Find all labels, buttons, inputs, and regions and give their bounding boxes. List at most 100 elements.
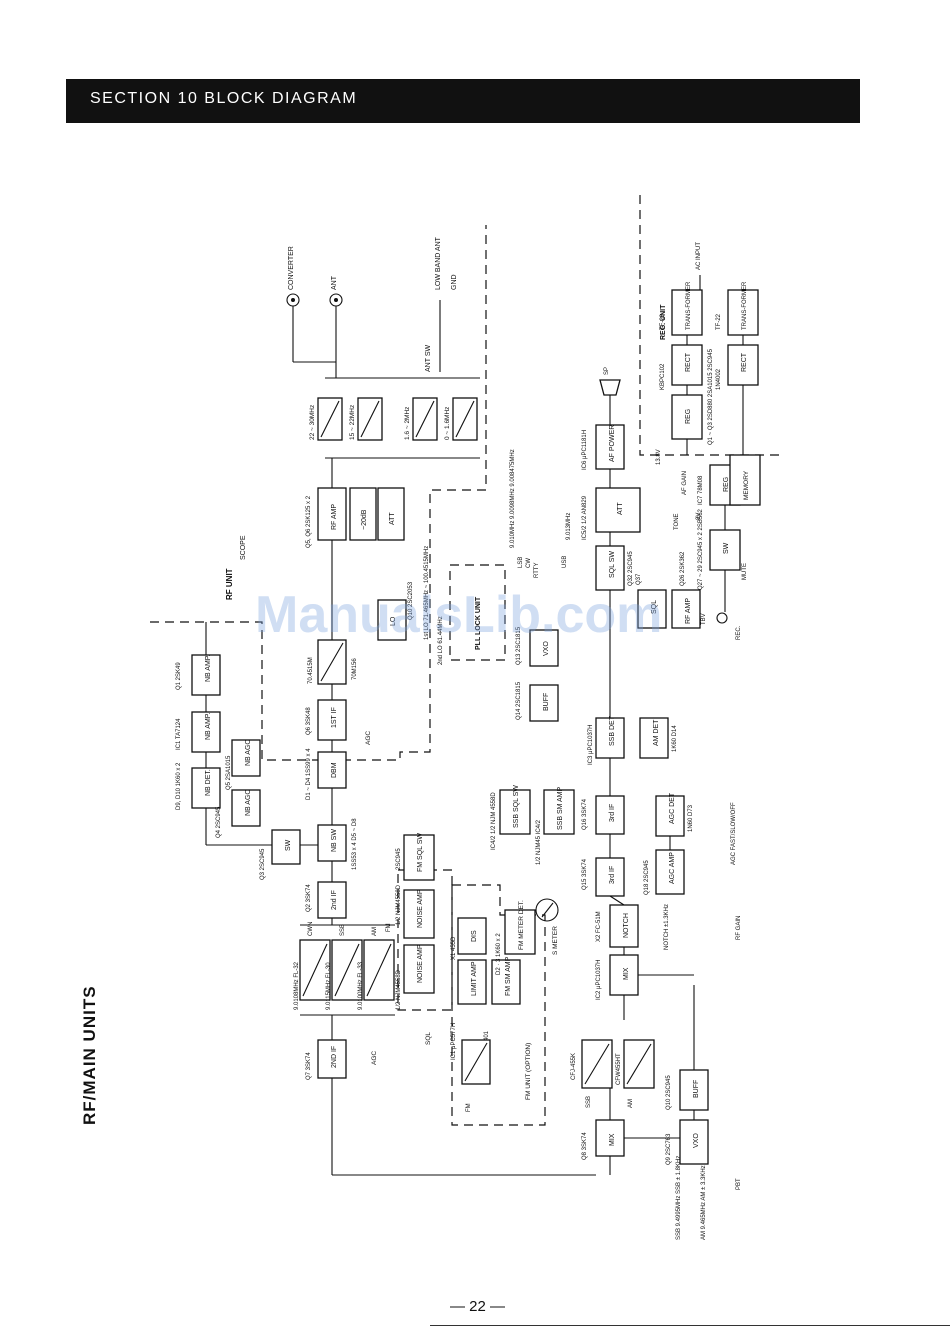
- svg-text:SQL SW: SQL SW: [609, 551, 616, 578]
- svg-text:DBM: DBM: [331, 762, 338, 778]
- rf-main-units-label: RF/MAIN UNITS: [80, 985, 99, 1125]
- svg-text:SSB DET: SSB DET: [609, 715, 616, 746]
- svg-text:Q1 2SK49: Q1 2SK49: [176, 662, 182, 690]
- usb-label: USB: [562, 556, 568, 568]
- att-rf-block: ATT: [377, 487, 405, 541]
- svg-text:NB AGC: NB AGC: [245, 740, 252, 766]
- scope-label: SCOPE: [240, 535, 247, 560]
- ant-jack-center: [334, 298, 338, 302]
- svg-text:2nd IF: 2nd IF: [331, 890, 338, 910]
- svg-text:RF AMP: RF AMP: [685, 598, 692, 624]
- rec-jack: [716, 612, 728, 624]
- svg-text:1/2 NJM4558D: 1/2 NJM4558D: [396, 969, 402, 1010]
- svg-text:Q6 3SK48: Q6 3SK48: [306, 707, 312, 735]
- svg-text:ATT: ATT: [389, 512, 396, 525]
- ac-input-label: AC INPUT: [696, 242, 702, 270]
- reg-unit-label: REG. UNIT: [660, 304, 667, 340]
- converter-jack-center: [291, 298, 295, 302]
- svg-text:MIX: MIX: [609, 1133, 616, 1146]
- lo2-freq-label: 2nd LO 61.44MHz: [438, 616, 444, 665]
- svg-text:Q16 3SK74: Q16 3SK74: [582, 798, 588, 830]
- svg-text:Q8 3SK74: Q8 3SK74: [582, 1132, 588, 1160]
- vxo-q9-block: VXO Q9 2SC763: [666, 1119, 709, 1165]
- cw-label: CW: [526, 558, 532, 568]
- svg-text:MIX: MIX: [623, 967, 630, 980]
- fm-label-2: FM: [466, 1103, 472, 1112]
- svg-text:Q15 3SK74: Q15 3SK74: [582, 858, 588, 890]
- svg-text:1SS53 x 4 D5 ~ D8: 1SS53 x 4 D5 ~ D8: [352, 818, 358, 870]
- svg-text:Q2 3SK74: Q2 3SK74: [306, 884, 312, 912]
- svg-text:REG: REG: [723, 477, 730, 492]
- rf-main-boundary: [150, 225, 487, 761]
- svg-text:Q1 ~ Q3 2SD880 2SA1015 2SC945: Q1 ~ Q3 2SD880 2SA1015 2SC945: [708, 348, 714, 445]
- svg-text:FM METER DET.: FM METER DET.: [518, 900, 525, 950]
- svg-text:LO: LO: [390, 616, 397, 626]
- fm-label-1: FM: [386, 923, 392, 932]
- dbm-block: DBM D1 ~ D4 1SS99 x 4: [306, 748, 347, 800]
- svg-text:SW: SW: [285, 839, 292, 851]
- svg-text:X2 FC-51M: X2 FC-51M: [596, 911, 602, 942]
- nb-sw-block: NB SW 1SS53 x 4 D5 ~ D8: [317, 818, 358, 870]
- svg-text:Q26 2SK362: Q26 2SK362: [680, 551, 686, 586]
- xtal-lsb-cw-label: 9.010MHz 9.0098MHz 9.008475MHz: [510, 449, 516, 548]
- svg-text:IC3 μPC1037H: IC3 μPC1037H: [588, 725, 594, 765]
- svg-text:IC7 78M08: IC7 78M08: [698, 475, 704, 505]
- lo-freq-label: 1st LO 71.465MHz ~ 100.4515MHz: [424, 546, 430, 640]
- svg-text:NB AGC: NB AGC: [245, 790, 252, 816]
- svg-text:Q32 2SC945: Q32 2SC945: [628, 551, 634, 586]
- svg-text:TRANS-FORMER: TRANS-FORMER: [686, 281, 692, 330]
- pll-unit-label: PLL LOCK UNIT: [475, 596, 482, 650]
- lsb-label: LSB: [518, 557, 524, 568]
- agc-label-2: AGC: [371, 1051, 378, 1065]
- rf-gain-label: RF GAIN: [736, 916, 742, 940]
- svg-text:NOISE AMP: NOISE AMP: [417, 944, 424, 983]
- fm-filter: [461, 1039, 491, 1085]
- svg-text:Q37: Q37: [636, 573, 642, 585]
- ssb-det-block: SSB DET IC3 μPC1037H: [588, 715, 625, 765]
- svg-text:NB SW: NB SW: [331, 829, 338, 852]
- svg-text:Q9 2SC763: Q9 2SC763: [666, 1133, 672, 1165]
- svg-text:SSB: SSB: [340, 924, 346, 936]
- svg-text:Q10 2SC945: Q10 2SC945: [666, 1075, 672, 1110]
- vxo-ssb-label: SSB 9.4995MHz SSB ± 1.8KHz: [676, 1156, 682, 1240]
- svg-text:1/2 NJM45 IC4/2: 1/2 NJM45 IC4/2: [536, 819, 542, 865]
- svg-text:Q3 2SC945: Q3 2SC945: [260, 848, 266, 880]
- svg-text:RECT: RECT: [685, 352, 692, 372]
- svg-text:AGC AMP: AGC AMP: [669, 852, 676, 884]
- notch-label: NOTCH ±1.3KHz: [664, 904, 670, 950]
- svg-text:KBPC102: KBPC102: [660, 363, 666, 390]
- agc-fso-label: AGC FAST/SLOW/OFF: [731, 802, 737, 865]
- svg-text:D2 · 3 1K60 x 2: D2 · 3 1K60 x 2: [496, 933, 502, 975]
- svg-text:D1 ~ D4 1SS99 x 4: D1 ~ D4 1SS99 x 4: [306, 748, 312, 800]
- af-power-block: AF POWER IC6 μPC1181H: [582, 424, 625, 470]
- svg-text:VXO: VXO: [693, 1133, 700, 1148]
- svg-text:RF AMP: RF AMP: [331, 504, 338, 530]
- svg-text:AF POWER: AF POWER: [609, 425, 616, 462]
- rf-unit-label: RF UNIT: [225, 568, 234, 600]
- svg-text:70.4515M: 70.4515M: [308, 657, 314, 684]
- page-number: — 22 —: [450, 1298, 506, 1315]
- vxo-am-label: AM 9.465MHz AM ± 3.3KHz: [701, 1165, 707, 1240]
- svg-text:IC6 μPC1181H: IC6 μPC1181H: [582, 430, 588, 470]
- svg-text:MEMORY: MEMORY: [743, 470, 750, 500]
- svg-text:9.0108MHz FL-32: 9.0108MHz FL-32: [294, 961, 300, 1010]
- low-band-ant-label: LOW BAND ANT: [435, 236, 442, 290]
- xtal-usb-label: 9.013MHz: [566, 513, 572, 540]
- ant-label: ANT: [331, 275, 338, 290]
- svg-text:0 ~ 1.6MHz: 0 ~ 1.6MHz: [444, 407, 451, 440]
- v8-label: 8V: [696, 513, 702, 520]
